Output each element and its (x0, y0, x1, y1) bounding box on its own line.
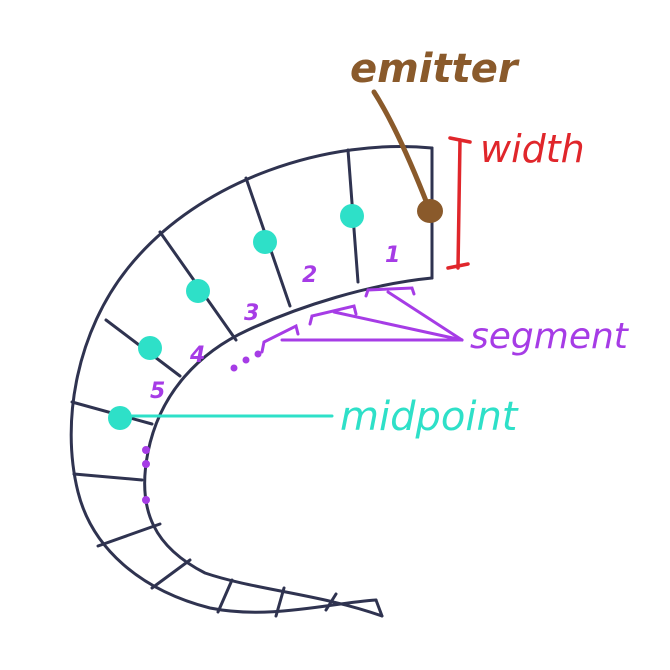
segment-numbers: 1 2 3 4 5 (150, 243, 400, 404)
midpoint-dot (253, 230, 277, 254)
segment-divider (216, 578, 234, 614)
segment-pointer-line (386, 290, 464, 342)
ellipsis-dot (142, 446, 150, 454)
ellipsis-dot (254, 350, 262, 358)
width-bracket-bottom (446, 262, 470, 270)
segment-divider (274, 586, 286, 618)
segment-divider (72, 472, 144, 482)
emitter-pointer-line (371, 89, 431, 209)
segment-dividers (70, 148, 360, 618)
ribbon-shape (69, 145, 434, 618)
segment-number: 5 (150, 379, 165, 404)
segment-divider (324, 592, 338, 612)
segment-label: segment (470, 316, 630, 357)
segment-divider (150, 558, 192, 590)
ellipsis-dot (142, 460, 150, 468)
ribbon-tail-edge (374, 598, 384, 618)
ellipsis-dot (142, 496, 150, 504)
ribbon-outer-edge (69, 145, 434, 614)
segment-number: 2 (302, 263, 317, 288)
emitter-label: emitter (350, 46, 520, 92)
midpoint-dot (138, 336, 162, 360)
width-bracket-line (456, 138, 462, 270)
width-annotation (446, 136, 472, 270)
width-label: width (480, 127, 585, 171)
midpoint-dot (340, 204, 364, 228)
midpoints (108, 204, 364, 430)
ellipsis-dot (242, 356, 250, 364)
segment-number: 4 (189, 343, 205, 368)
segment-divider (96, 522, 162, 548)
segment-annotation (142, 286, 464, 504)
ellipsis-dot (230, 364, 238, 372)
segment-bracket (260, 323, 300, 354)
segment-number: 3 (244, 301, 259, 326)
midpoint-label: midpoint (340, 394, 519, 440)
emitter-annotation: emitter (350, 46, 520, 223)
midpoint-dot (186, 279, 210, 303)
segment-number: 1 (385, 243, 400, 268)
segment-bracket (364, 286, 416, 298)
midpoint-dot (108, 406, 132, 430)
emitter-dot (417, 199, 443, 223)
segment-pointer-line (332, 310, 464, 342)
